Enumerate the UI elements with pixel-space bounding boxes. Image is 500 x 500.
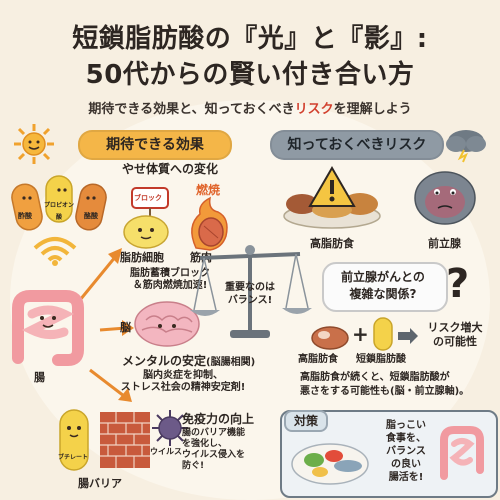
question-cloud — [322, 262, 448, 312]
subtitle-highlight: リスク — [294, 102, 334, 117]
fat-cell-label: 脂肪細胞 — [120, 251, 164, 264]
gut-label: 腸 — [34, 371, 45, 384]
tip-line5: 腸活を! — [388, 472, 424, 483]
high-fat-label: 高脂肪食 — [310, 237, 354, 250]
tip-badge: 対策 — [284, 410, 328, 432]
subtitle-post: を理解しよう — [333, 102, 412, 117]
warning-line2: 悪さをする可能性も(脳・前立腺軸)。 — [300, 386, 470, 397]
arrow-right-icon — [398, 328, 418, 344]
warning-line1: 高脂肪食が続くと、短鎖脂肪酸が — [300, 372, 450, 383]
tip-line1: 脂っこい — [386, 420, 426, 431]
page-title-line2: 50代からの賢い付き合い方 — [85, 60, 415, 90]
butyrate-label: ブチレート — [58, 454, 89, 461]
mental-heading-sub: (脳腸相関) — [206, 357, 256, 368]
weight-caption-line1: 脂肪蓄積ブロック — [130, 268, 210, 279]
mental-heading-main: メンタルの安定 — [122, 354, 207, 368]
page-subtitle: 期待できる効果と、知っておくべきリスクを理解しよう — [0, 98, 500, 117]
brain-label: 脳 — [120, 321, 131, 334]
tip-line3: バランス — [386, 446, 426, 457]
plus-sign: + — [352, 322, 369, 346]
brick-wall-icon — [100, 412, 150, 468]
signal-waves-icon — [33, 237, 77, 266]
meat-icon — [311, 326, 349, 350]
scfa-pill-icon — [373, 317, 393, 351]
prostate-character-icon — [414, 171, 476, 225]
butyrate-pill-character-icon — [59, 409, 89, 471]
immune-caption-line2: を強化し、 — [182, 439, 228, 449]
pill-label-acetic: 酢酸 — [18, 212, 32, 220]
virus-label: ウイルス — [150, 447, 182, 456]
question-line2: 複雑な関係? — [349, 287, 417, 301]
benefits-banner: 期待できる効果 — [78, 130, 232, 160]
prostate-label: 前立腺 — [428, 237, 461, 250]
eq-left-label: 高脂肪食 — [298, 354, 338, 365]
immune-heading: 免疫力の向上 — [182, 412, 255, 426]
balance-line2: バランス! — [227, 295, 273, 306]
brain-character-icon — [134, 301, 200, 347]
eq-right-label: 短鎖脂肪酸 — [356, 354, 406, 365]
mental-caption-line1: 脳内炎症を抑制、 — [143, 370, 223, 381]
tip-line4: の良い — [391, 459, 421, 470]
high-fat-food-warning-icon — [283, 166, 381, 229]
mental-caption-line2: ストレス社会の精神安定剤! — [120, 382, 246, 393]
weight-caption-line2: ＆筋肉燃焼加速! — [132, 280, 208, 291]
eq-result-line1: リスク増大 — [427, 321, 483, 334]
mental-heading: メンタルの安定(脳腸相関) — [122, 352, 255, 369]
burn-label: 燃焼 — [196, 183, 221, 197]
pill-label-propionic: プロピオン酸 — [44, 202, 75, 221]
weight-heading: やせ体質への変化 — [122, 162, 219, 176]
subtitle-pre: 期待できる効果と、知っておくべき — [88, 102, 295, 117]
virus-icon — [152, 410, 188, 446]
block-sign-label: ブロック — [134, 194, 162, 202]
scfa-pill-characters — [11, 175, 107, 231]
immune-caption-line1: 腸のバリア機能 — [182, 428, 246, 438]
question-mark-icon: ? — [446, 261, 470, 307]
tip-line2: 食事を、 — [386, 433, 426, 444]
barrier-label: 腸バリア — [78, 477, 122, 490]
balance-scale-icon — [190, 245, 312, 338]
storm-cloud-icon — [446, 130, 486, 163]
page-title-line1: 短鎖脂肪酸の『光』と『影』: — [72, 24, 428, 54]
intestine-character-icon — [12, 290, 84, 366]
risks-banner: 知っておくべきリスク — [270, 130, 444, 160]
balance-line1: 重要なのは — [225, 282, 275, 293]
question-line1: 前立腺がんとの — [341, 270, 425, 284]
immune-caption-line4: 防ぐ! — [182, 461, 205, 471]
pill-label-butyric: 酪酸 — [84, 212, 98, 220]
balanced-meal-icon — [291, 443, 369, 485]
sun-icon — [14, 124, 54, 164]
eq-result-line2: の可能性 — [433, 335, 477, 348]
intestine-icon — [440, 426, 484, 480]
flow-arrows — [78, 248, 134, 402]
muscle-flame-icon — [191, 196, 228, 251]
fat-cell-character-icon — [123, 187, 169, 249]
immune-caption-line3: ウイルス侵入を — [182, 450, 246, 460]
